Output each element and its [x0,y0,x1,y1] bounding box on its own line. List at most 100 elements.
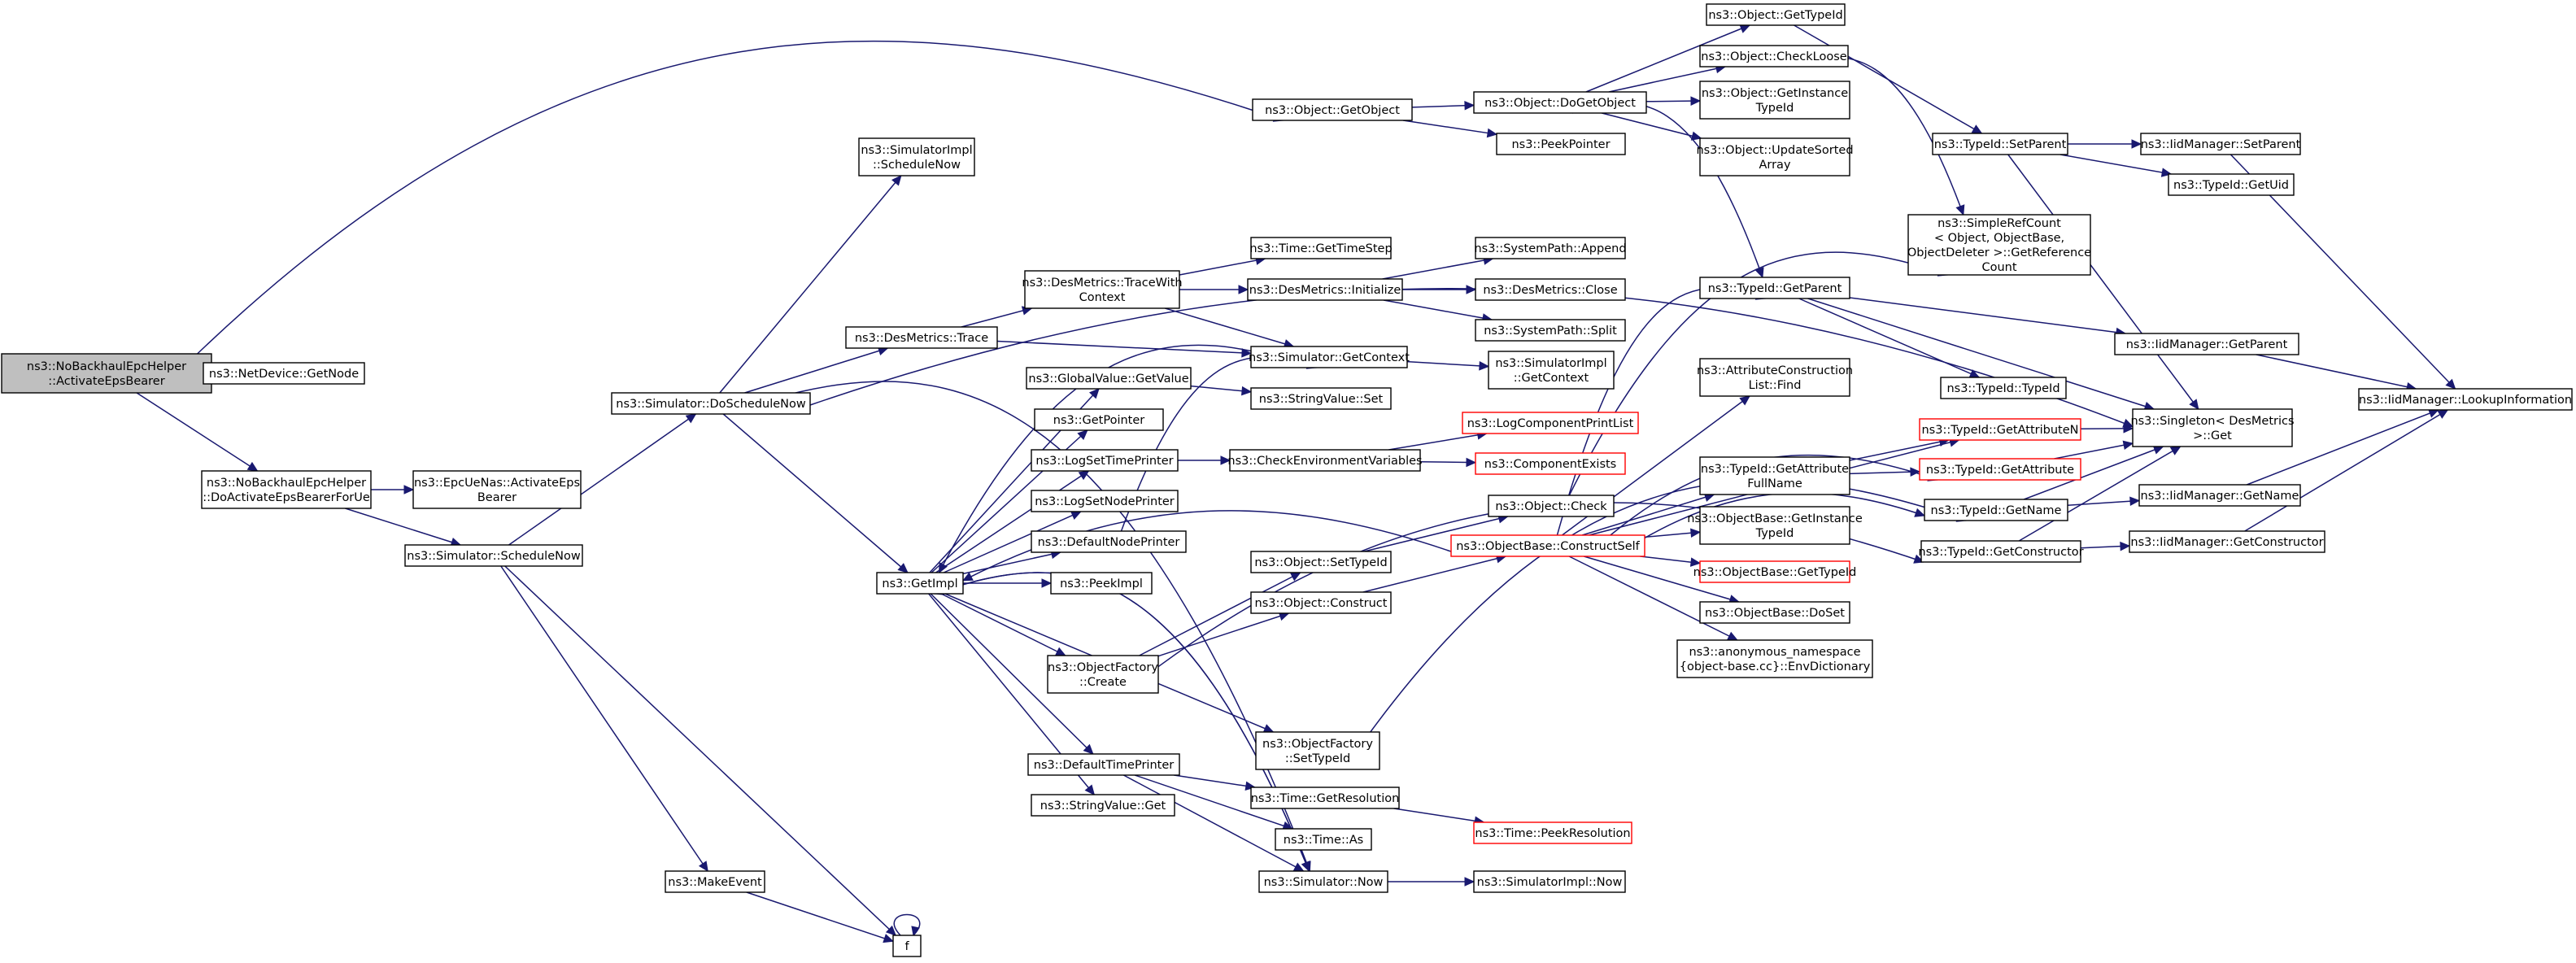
node-iidm-getconstructor[interactable]: ns3::IidManager::GetConstructor [2129,530,2325,553]
node-desmetrics-trace[interactable]: ns3::DesMetrics::Trace [845,326,998,349]
node-label: ns3::IidManager::GetConstructor [2130,536,2323,549]
node-nobh-doactivate[interactable]: ns3::NoBackhaulEpcHelper::DoActivateEpsB… [201,470,372,509]
node-label: ns3::DesMetrics::TraceWith [1022,277,1182,290]
node-syspath-append[interactable]: ns3::SystemPath::Append [1474,237,1627,259]
node-objfactory-create[interactable]: ns3::ObjectFactory::Create [1047,655,1159,694]
node-label: ns3::SystemPath::Split [1484,325,1617,338]
node-objbase-doset[interactable]: ns3::ObjectBase::DoSet [1699,601,1850,624]
edge-f-to-f [893,913,921,937]
node-defaultnodeprinter[interactable]: ns3::DefaultNodePrinter [1031,530,1187,553]
node-typeid-getconstructor[interactable]: ns3::TypeId::GetConstructor [1918,540,2084,563]
node-typeid-getuid[interactable]: ns3::TypeId::GetUid [2168,173,2295,196]
node-label: ns3::Time::GetResolution [1251,792,1400,805]
edge-objbase_constructself-to-objbase_getinstancetypeid [1644,528,1702,538]
node-label: ns3::IidManager::GetName [2141,490,2299,503]
node-label: ns3::ObjectBase::GetTypeId [1693,566,1857,579]
edge-desmetrics_init-to-desmetrics_close [1402,285,1477,294]
node-label: >::Get [2193,429,2232,442]
node-root[interactable]: ns3::NoBackhaulEpcHelper::ActivateEpsBea… [1,353,212,394]
node-label: ns3::Object::DoGetObject [1484,97,1636,110]
node-globalvalue-getvalue[interactable]: ns3::GlobalValue::GetValue [1026,367,1192,390]
edge-getimpl-to-peekimpl [963,578,1053,588]
node-objbase-constructself[interactable]: ns3::ObjectBase::ConstructSelf [1450,534,1645,557]
node-simimpl-getcontext[interactable]: ns3::SimulatorImpl::GetContext [1488,351,1615,390]
node-time-as[interactable]: ns3::Time::As [1275,828,1372,851]
node-logcompprintlist[interactable]: ns3::LogComponentPrintList [1462,412,1639,434]
node-logsettimeprinter[interactable]: ns3::LogSetTimePrinter [1031,449,1179,472]
node-simimpl-now[interactable]: ns3::SimulatorImpl::Now [1473,870,1626,893]
node-label: ns3::IidManager::LookupInformation [2359,394,2572,407]
node-obj-construct[interactable]: ns3::Object::Construct [1250,591,1392,614]
node-getpointer[interactable]: ns3::GetPointer [1034,408,1164,431]
node-typeid-getparent[interactable]: ns3::TypeId::GetParent [1699,277,1850,299]
edge-objfactory_create-to-obj_settypeid [1139,572,1301,656]
node-obj-gettypeid[interactable]: ns3::Object::GetTypeId [1706,3,1846,26]
node-checkenv[interactable]: ns3::CheckEnvironmentVariables [1227,449,1423,472]
node-sim-schedulenow[interactable]: ns3::Simulator::ScheduleNow [404,544,583,567]
node-makeevent[interactable]: ns3::MakeEvent [665,870,765,893]
edge-getimpl-to-logsettimeprinter [935,470,1090,573]
node-typeid-setparent[interactable]: ns3::TypeId::SetParent [1932,133,2068,155]
node-objbase-gettypeid[interactable]: ns3::ObjectBase::GetTypeId [1693,560,1857,583]
edge-desmetrics_init-to-syspath_split [1383,299,1493,323]
node-netdev-getnode[interactable]: ns3::NetDevice::GetNode [203,362,365,385]
node-stringvalue-get[interactable]: ns3::StringValue::Get [1031,794,1175,817]
node-compexists[interactable]: ns3::ComponentExists [1475,452,1626,475]
edge-desmetrics_trace-to-sim_getcontext [996,340,1253,358]
node-desmetrics-init[interactable]: ns3::DesMetrics::Initialize [1247,278,1403,301]
node-obj-checkloose[interactable]: ns3::Object::CheckLoose [1699,45,1849,68]
node-stringvalue-set[interactable]: ns3::StringValue::Set [1250,387,1392,410]
node-desmetrics-close[interactable]: ns3::DesMetrics::Close [1475,278,1626,301]
node-label: ns3::Object::SetTypeId [1254,556,1387,569]
node-iidm-getname[interactable]: ns3::IidManager::GetName [2138,484,2301,507]
node-time-peekresolution[interactable]: ns3::Time::PeekResolution [1473,821,1632,844]
node-peekpointer[interactable]: ns3::PeekPointer [1496,133,1626,155]
node-label: ns3::NetDevice::GetNode [209,368,359,381]
node-obj-dogetobject[interactable]: ns3::Object::DoGetObject [1473,91,1647,114]
node-simplerefcount[interactable]: ns3::SimpleRefCount< Object, ObjectBase,… [1907,214,2091,276]
node-iidm-lookup[interactable]: ns3::IidManager::LookupInformation [2358,388,2573,411]
edge-typeid_getname-to-singleton_get [2023,445,2164,500]
node-objfactory-settypeid[interactable]: ns3::ObjectFactory::SetTypeId [1255,731,1380,770]
node-label: ns3::TypeId::GetParent [1708,282,1842,295]
node-typeid-getattributen[interactable]: ns3::TypeId::GetAttributeN [1919,418,2081,441]
node-label: ::Create [1079,676,1127,689]
node-typeid-getname[interactable]: ns3::TypeId::GetName [1924,499,2068,521]
node-syspath-split[interactable]: ns3::SystemPath::Split [1475,319,1626,342]
node-peekimpl[interactable]: ns3::PeekImpl [1050,572,1153,595]
node-iidm-getparent[interactable]: ns3::IidManager::GetParent [2114,333,2299,355]
node-label: ns3::Object::GetInstance [1702,87,1848,100]
node-obj-settypeid[interactable]: ns3::Object::SetTypeId [1250,551,1392,573]
node-time-gettimestep[interactable]: ns3::Time::GetTimeStep [1249,237,1393,259]
node-iidm-setparent[interactable]: ns3::IidManager::SetParent [2140,133,2301,155]
node-obj-getobject[interactable]: ns3::Object::GetObject [1252,98,1413,121]
node-getimpl[interactable]: ns3::GetImpl [876,572,964,595]
node-time-getresolution[interactable]: ns3::Time::GetResolution [1250,787,1400,809]
node-typeid-getattribute[interactable]: ns3::TypeId::GetAttribute [1919,458,2081,481]
node-sim-now[interactable]: ns3::Simulator::Now [1258,870,1388,893]
edge-globalvalue_getvalue-to-stringvalue_set [1190,385,1253,396]
node-label: ns3::ObjectFactory [1048,661,1158,674]
node-simimpl-schedulenow[interactable]: ns3::SimulatorImpl::ScheduleNow [858,137,975,176]
node-defaulttimeprinter[interactable]: ns3::DefaultTimePrinter [1027,753,1180,776]
node-obj-check[interactable]: ns3::Object::Check [1488,495,1615,517]
node-f[interactable]: f [892,935,922,957]
node-epcuenas-activate[interactable]: ns3::EpcUeNas::ActivateEpsBearer [412,470,582,509]
node-label: ns3::ObjectFactory [1262,738,1373,751]
edge-root-to-nobh_doactivate [136,392,259,472]
edge-sim_schedulenow-to-makeevent [500,565,708,872]
node-typeid-typeid[interactable]: ns3::TypeId::TypeId [1940,377,2067,399]
node-sim-doschedulenow[interactable]: ns3::Simulator::DoScheduleNow [611,392,811,415]
node-label: ns3::Object::Check [1495,500,1607,513]
node-logsetnodeprinter[interactable]: ns3::LogSetNodePrinter [1031,490,1179,512]
node-anon-envdict[interactable]: ns3::anonymous_namespace{object-base.cc}… [1676,639,1873,678]
node-sim-getcontext[interactable]: ns3::Simulator::GetContext [1249,346,1410,368]
node-singleton-get[interactable]: ns3::Singleton< DesMetrics>::Get [2130,408,2295,447]
